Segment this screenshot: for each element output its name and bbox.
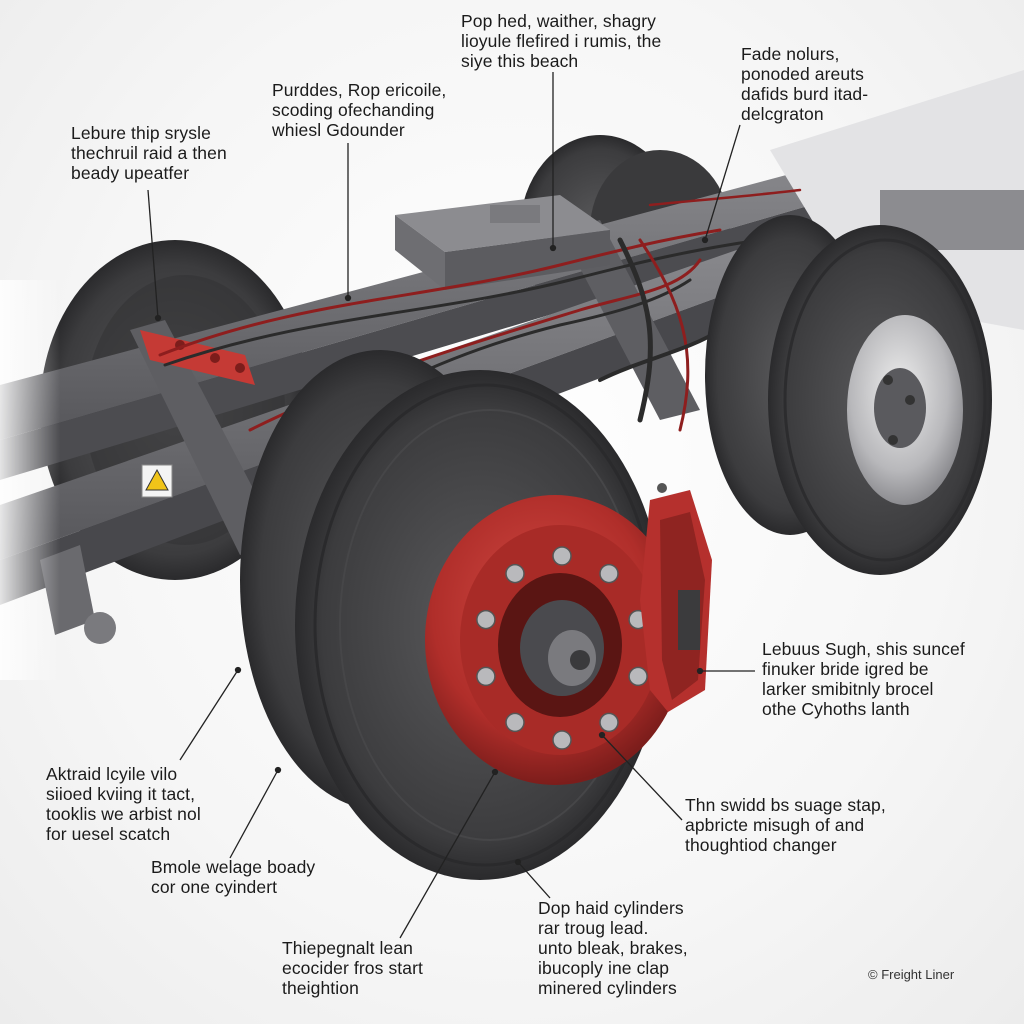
lug-nut — [599, 563, 619, 584]
callout-bottom-left: Bmole welage boady cor one cyindert — [151, 857, 316, 897]
leader-dot — [696, 667, 704, 675]
lug-nut — [599, 712, 619, 733]
lug-nut — [628, 666, 648, 687]
credit-text: © Freight Liner — [868, 967, 955, 982]
leader-line — [229, 769, 279, 859]
right-dual-wheel — [705, 215, 992, 575]
leader-dot — [274, 766, 282, 774]
callout-top-right: Fade nolurs, ponoded areuts dafids burd … — [741, 44, 869, 124]
leader-dot — [344, 294, 352, 302]
leader-dot — [491, 768, 499, 776]
leader-dot — [234, 666, 242, 674]
callout-bottom-center-right: Dop haid cylinders rar troug lead. unto … — [538, 898, 688, 998]
control-module — [140, 195, 610, 385]
lug-nut — [552, 730, 572, 750]
leader-line — [179, 669, 239, 761]
callout-lower-right: Thn swidd bs suage stap, apbricte misugh… — [685, 795, 886, 855]
leader-line — [517, 861, 551, 899]
lug-nut — [476, 609, 496, 630]
leader-line — [399, 771, 496, 939]
callout-top-center: Pop hed, waither, shagry lioyule flefire… — [461, 11, 662, 71]
leader-dot — [701, 236, 709, 244]
lug-nut — [476, 666, 496, 687]
leader-dot — [154, 314, 162, 322]
wheel-lug-nuts — [476, 546, 648, 750]
brake-caliper — [640, 483, 712, 712]
leader-dot — [514, 858, 522, 866]
leader-dot — [549, 244, 557, 252]
lug-nut — [505, 563, 525, 584]
callout-upper-middle: Purddes, Rop ericoile, scoding ofechandi… — [272, 80, 447, 140]
leader-line — [704, 124, 741, 241]
callout-right-middle: Lebuus Sugh, shis suncef finuker bride i… — [762, 639, 965, 719]
lug-nut — [552, 546, 572, 566]
brake-rotor — [425, 495, 685, 785]
callout-upper-left: Lebure thip srysle thechruil raid a then… — [71, 123, 227, 183]
lug-nut — [505, 712, 525, 733]
leader-line — [147, 189, 159, 319]
callout-bottom-center-left: Thiepegnalt lean ecocider fros start the… — [282, 938, 423, 998]
callout-lower-left: Aktraid lcyile vilo siioed kviing it tac… — [46, 764, 201, 844]
callout-leader-lines — [147, 72, 755, 939]
leader-line — [601, 734, 683, 821]
leader-dot — [598, 731, 606, 739]
